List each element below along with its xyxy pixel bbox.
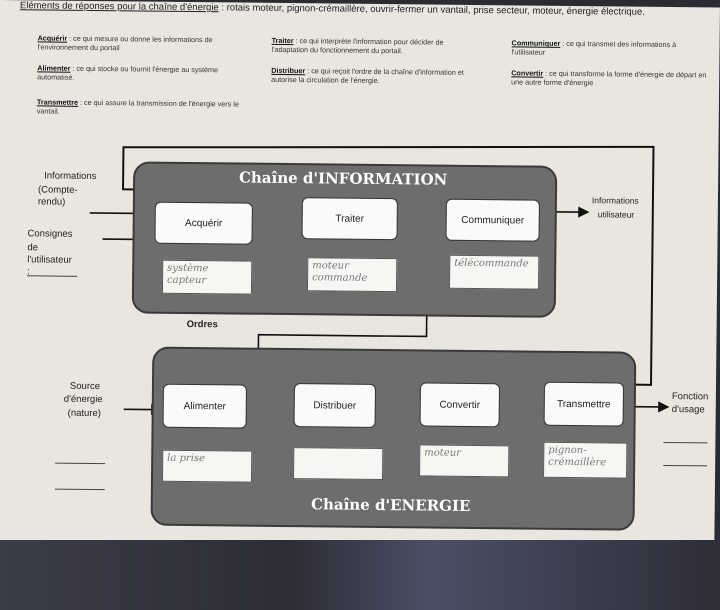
worksheet-page: Eléments de réponses pour la chaîne d'én… [0,0,720,568]
feedback-loop-line [122,145,655,386]
label-dusage: d'usage [671,404,705,416]
function-acquerir: Acquérir [154,201,253,245]
function-convertir: Convertir [419,382,501,428]
answer-transmettre: pignon-crémaillère [543,441,628,479]
answer-alimenter: la prise [161,449,253,483]
label-utilisateur: utilisateur [597,209,635,220]
answer-communiquer: télécommande [449,254,540,290]
function-distribuer: Distribuer [293,383,376,428]
definition-traiter: Traiter : ce qui interprète l'informatio… [271,35,444,55]
function-communiquer: Communiquer [445,198,540,242]
definition-acquerir: Acquérir : ce qui mesure ou donne les in… [37,33,213,52]
label-consignes: Consignes [27,228,73,240]
page-heading: Eléments de réponses pour la chaîne d'én… [20,0,720,18]
label-source: Source [69,380,101,393]
answer-distribuer [292,447,384,481]
background-fabric [0,540,720,610]
heading-rest: : rotais moteur, pignon-crémaillère, ouv… [218,2,645,18]
definition-distribuer: Distribuer : ce qui reçoit l'ordre de la… [271,65,464,85]
label-fonction: Fonction [671,391,709,403]
definition-convertir: Convertir : ce qui transforme la forme d… [511,68,707,87]
label-informations-in: Informations [44,170,97,183]
label-ordres: Ordres [186,318,218,331]
definition-transmettre: Transmettre : ce qui assure la transmiss… [36,97,239,116]
answer-acquerir: système capteur [161,259,253,295]
answer-traiter: moteur commande [306,257,398,293]
function-alimenter: Alimenter [162,383,247,429]
answer-convertir: moteur [419,444,510,478]
definition-communiquer: Communiquer : ce qui transmet des inform… [511,38,677,57]
function-transmettre: Transmettre [543,381,625,427]
function-traiter: Traiter [301,197,398,241]
definition-alimenter: Alimenter : ce qui stocke ou fournit l'é… [37,63,219,82]
label-informations-out: Informations [591,195,639,206]
label-nature: (nature) [67,407,101,420]
label-denergie: d'énergie [63,393,103,406]
label-de-utilisateur: de l'utilisateur : [27,242,72,278]
label-compte-rendu: (Compte-rendu) [37,184,78,208]
heading-underlined: Eléments de réponses pour la chaîne d'én… [19,0,219,14]
